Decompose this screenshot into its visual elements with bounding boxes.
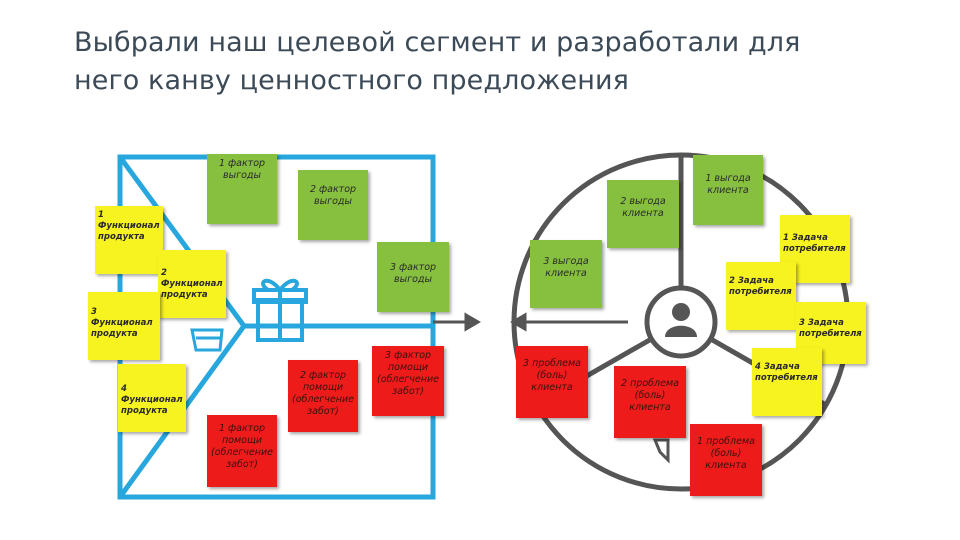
arrow-left-head [510,312,527,332]
job-note-3-text: 3 Задача потребителя [799,318,862,339]
slide-title-line-2: него канву ценностного предложения [74,65,630,96]
pain-note-3[interactable]: 3 проблема (боль) клиента [516,346,588,418]
pain-note-1-text: 1 проблема (боль) клиента [697,436,755,471]
gain-note-2-text: 2 выгода клиента [620,196,666,219]
pain-reliever-note-1[interactable]: 1 фактор помощи (облегчение забот) [207,415,277,487]
gain-note-3-text: 3 выгода клиента [543,256,589,279]
slide-title-line-1: Выбрали наш целевой сегмент и разработал… [74,27,801,58]
gain-note-2[interactable]: 2 выгода клиента [607,180,679,248]
pain-note-3-text: 3 проблема (боль) клиента [523,358,581,393]
slide-title: Выбрали наш целевой сегмент и разработал… [74,24,874,100]
gain-creator-note-3-text: 3 фактор выгоды [389,262,437,285]
job-note-4-text: 4 Задача потребителя [755,362,818,383]
gift-icon [252,278,308,342]
pain-note-2[interactable]: 2 проблема (боль) клиента [614,366,686,438]
job-note-2[interactable]: 2 Задача потребителя [726,262,796,330]
gain-creator-note-3[interactable]: 3 фактор выгоды [377,242,449,312]
pain-reliever-note-3-text: 3 фактор помощи (облегчение забот) [377,350,439,397]
pain-reliever-note-1-text: 1 фактор помощи (облегчение забот) [211,423,273,470]
product-note-2-text: 2 Функционал продукта [161,268,223,300]
gain-creator-note-2[interactable]: 2 фактор выгоды [298,170,368,240]
arrow-right-head [464,312,481,332]
job-note-4[interactable]: 4 Задача потребителя [752,348,822,416]
product-note-4[interactable]: 4 Функционал продукта [118,364,186,432]
gain-note-1-text: 1 выгода клиента [705,173,751,196]
job-note-1-text: 1 Задача потребителя [783,233,846,254]
pain-reliever-note-2[interactable]: 2 фактор помощи (облегчение забот) [288,360,358,432]
pain-reliever-note-2-text: 2 фактор помощи (облегчение забот) [292,370,354,417]
gain-creator-note-1[interactable]: 1 фактор выгоды [207,154,277,224]
pills-icon [190,328,224,352]
pain-note-2-text: 2 проблема (боль) клиента [621,378,679,413]
product-note-1-text: 1 Функционал продукта [98,210,160,242]
gain-note-3[interactable]: 3 выгода клиента [530,240,602,308]
product-note-1[interactable]: 1 Функционал продукта [95,206,163,274]
gain-creator-note-2-text: 2 фактор выгоды [309,184,357,207]
gain-creator-note-1-text: 1 фактор выгоды [218,158,266,181]
product-note-2[interactable]: 2 Функционал продукта [158,250,226,318]
frown-icon [652,438,670,464]
pain-note-1[interactable]: 1 проблема (боль) клиента [690,424,762,496]
job-note-2-text: 2 Задача потребителя [729,276,792,297]
product-note-3-text: 3 Функционал продукта [91,307,153,339]
job-note-1[interactable]: 1 Задача потребителя [780,215,850,283]
product-note-3[interactable]: 3 Функционал продукта [88,292,160,360]
gain-note-1[interactable]: 1 выгода клиента [693,155,763,225]
person-icon [644,285,718,359]
pain-reliever-note-3[interactable]: 3 фактор помощи (облегчение забот) [372,346,444,416]
product-note-4-text: 4 Функционал продукта [121,384,183,416]
connector-arrows [433,312,628,332]
